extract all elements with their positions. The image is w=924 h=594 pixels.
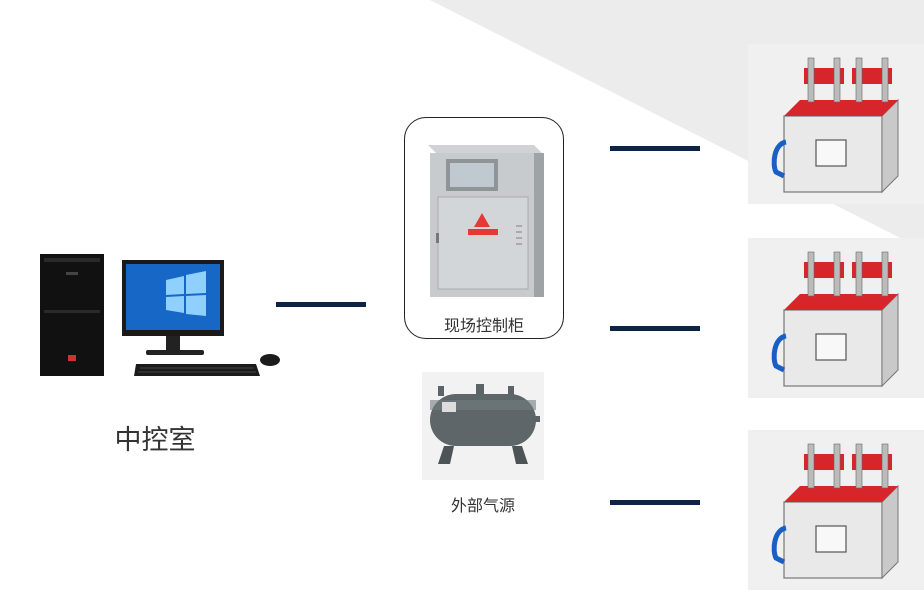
field-cabinet-label: 现场控制柜 [443,316,524,335]
connector-device-3 [610,500,700,505]
connector-device-1 [610,146,700,151]
connector-device-2 [610,326,700,331]
air-tank-icon [422,372,544,480]
clamp-device-icon [748,238,924,398]
electrical-cabinet-icon [422,135,548,300]
clamp-device-icon [748,430,924,590]
clamp-device-icon [748,44,924,204]
air-source-label: 外部气源 [450,496,515,515]
desktop-computer-icon [38,250,286,390]
connector-computer-cabinet [276,302,366,307]
control-room-label: 中控室 [114,425,196,456]
